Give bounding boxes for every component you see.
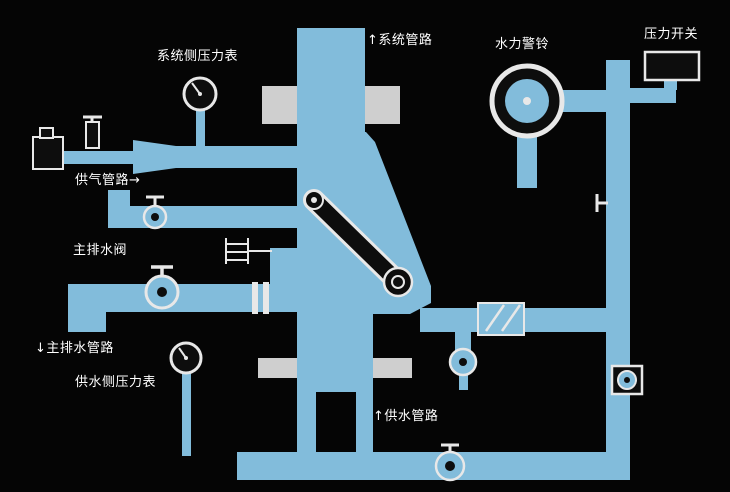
bottom-valve-center [445, 461, 455, 471]
flange-top-left [262, 86, 297, 124]
supply-gauge-center [184, 356, 188, 360]
riser-device-center [624, 377, 630, 383]
alarm-riser-pipe [606, 60, 630, 480]
flange-top-right [365, 86, 400, 124]
branch-stub [459, 374, 468, 390]
main-drain-outlet [68, 284, 106, 332]
clapper-mechanism [303, 189, 414, 298]
clapper-disc-inner [391, 275, 405, 289]
flange-bottom-left [258, 358, 297, 378]
branch-pipe [455, 330, 471, 352]
riser-device [610, 364, 644, 396]
drain-flange-mark-1 [252, 282, 258, 314]
air-compressor-cap [39, 127, 54, 139]
air-supply-devices [32, 115, 102, 170]
check-valve-diag-2 [500, 304, 522, 332]
supply-gauge-needle [178, 347, 187, 359]
orifice-symbol [225, 238, 272, 264]
drain-valve-1-center [151, 213, 159, 221]
label-system-side-gauge: 系统侧压力表 [157, 49, 239, 64]
bell-drain-stub [517, 130, 537, 188]
check-valve-diag-1 [484, 304, 506, 332]
clapper-hinge-dot [311, 197, 317, 203]
main-drain-pipe [68, 284, 298, 312]
clapper-disc [382, 266, 414, 298]
system-riser-pipe [297, 28, 365, 132]
label-pressure-switch: 压力开关 [644, 27, 699, 42]
supply-side-pressure-gauge [169, 341, 203, 375]
label-main-drain-piping: ↓主排水管路 [35, 341, 114, 356]
riser-stop-valve [595, 194, 608, 212]
flanges [252, 86, 412, 378]
supply-riser-hollow [316, 392, 356, 456]
label-main-drain-valve: 主排水阀 [73, 243, 128, 258]
clapper-arm [306, 192, 406, 290]
pressure-switch-box [643, 50, 701, 82]
bottom-loop-pipe [237, 452, 629, 480]
system-gauge-needle [191, 82, 201, 95]
hydraulic-alarm-bell [489, 63, 565, 139]
drain-line-1 [108, 206, 298, 228]
drain-line-1-elbow [108, 190, 130, 228]
drain-flange-mark-2 [263, 282, 269, 314]
label-water-supply-piping: ↑供水管路 [373, 409, 439, 424]
alarm-test-valve [448, 347, 478, 377]
label-supply-side-gauge: 供水侧压力表 [75, 375, 157, 390]
drain-valve-small [142, 195, 168, 230]
bottom-loop-valve [434, 443, 466, 482]
label-system-piping: ↑系统管路 [367, 33, 433, 48]
bell-center-dot [523, 97, 531, 105]
pressure-switch [643, 50, 701, 82]
system-gauge-stem [196, 108, 205, 150]
air-supply-pipe-main [168, 146, 298, 168]
flange-bottom-right [373, 358, 412, 378]
label-hydraulic-alarm-bell: 水力警铃 [495, 37, 550, 52]
air-supply-wedge [133, 140, 176, 174]
air-compressor-box [32, 136, 64, 170]
system-side-pressure-gauge [182, 76, 218, 112]
air-regulator-valve [85, 121, 100, 149]
check-valve [477, 302, 525, 336]
main-drain-valve [144, 265, 180, 310]
alarm-test-valve-center [459, 358, 467, 366]
main-drain-valve-center [157, 287, 167, 297]
supply-gauge-stem [182, 372, 191, 456]
system-gauge-center [198, 92, 202, 96]
label-air-supply-piping: 供气管路→ [75, 173, 141, 188]
pressure-switch-pipe [630, 88, 676, 103]
